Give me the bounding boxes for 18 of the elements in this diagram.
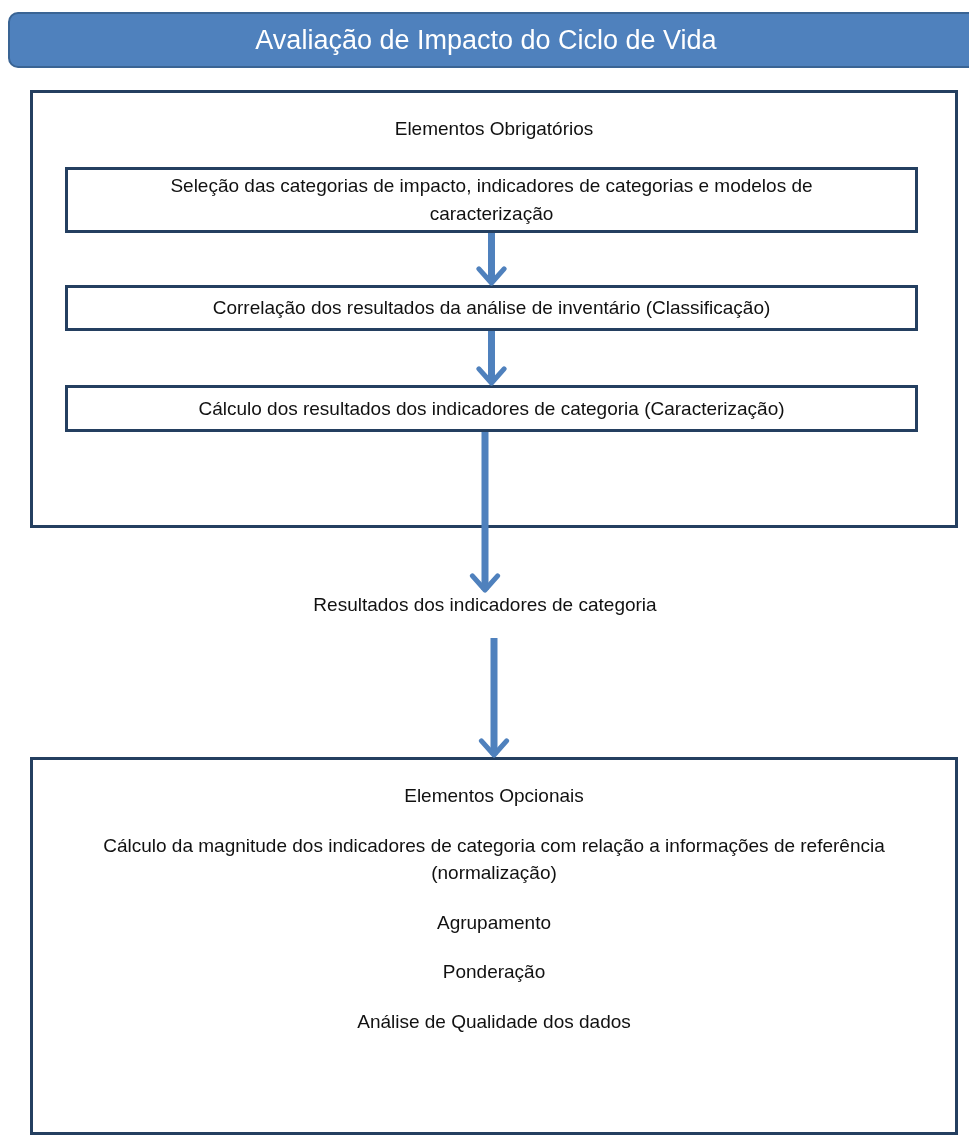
- title-banner: Avaliação de Impacto do Ciclo de Vida: [8, 12, 969, 68]
- arrow: [469, 432, 501, 593]
- box-text: Seleção das categorias de impacto, indicadores de categorias e modelos de caracterização: [169, 174, 814, 226]
- box-text: Análise de Qualidade dos dados: [357, 1009, 631, 1034]
- group-box: [30, 90, 958, 528]
- arrow: [476, 233, 507, 286]
- box-text: Agrupamento: [436, 910, 552, 935]
- box-text: Correlação dos resultados da análise de inventário (Classificação): [212, 296, 771, 321]
- process-box: [65, 285, 918, 331]
- group-heading: Elementos Opcionais: [404, 784, 584, 808]
- box-text: Cálculo dos resultados dos indicadores de categoria (Caracterização): [198, 396, 785, 421]
- box-text: Ponderação: [442, 960, 546, 985]
- process-box: [65, 167, 918, 233]
- group-heading: Elementos Obrigatórios: [394, 117, 594, 141]
- arrow: [476, 331, 507, 386]
- group-box: [30, 757, 958, 1135]
- process-box: [65, 385, 918, 432]
- box-text: Cálculo da magnitude dos indicadores de categoria com relação a informações de referência (normalização): [102, 833, 886, 886]
